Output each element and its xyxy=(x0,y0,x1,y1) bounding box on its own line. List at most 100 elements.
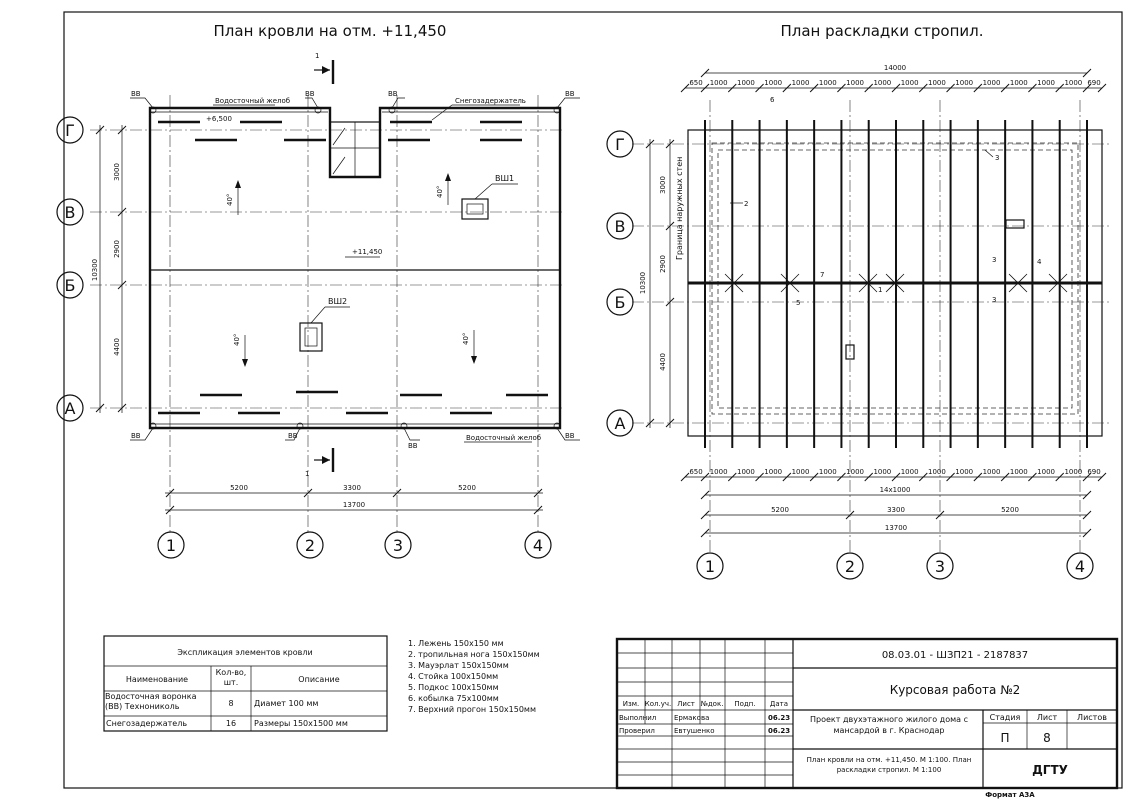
callout: 7 xyxy=(820,271,824,279)
spec-cell: Снегозадержатель xyxy=(106,719,187,728)
dim-tick xyxy=(700,510,710,520)
dim-tick xyxy=(727,472,737,482)
spec-header: Кол-во, шт. xyxy=(215,668,247,687)
dim-spacing: 1000 xyxy=(901,468,919,476)
dim-tick xyxy=(946,472,955,482)
dim-tick xyxy=(680,83,690,93)
tb-header: Изм. xyxy=(623,700,639,708)
section-mark-bottom: 1 xyxy=(305,470,309,478)
dim-v: 3000 xyxy=(113,163,121,181)
vsh2-label: ВШ2 xyxy=(328,297,347,306)
dim-tick xyxy=(837,83,846,93)
dim-tick xyxy=(727,83,737,93)
vent-shaft xyxy=(1005,219,1025,229)
bb-label: ВВ xyxy=(388,90,398,98)
vent-shaft-1 xyxy=(461,198,489,220)
tb-sheets-label: Листов xyxy=(1077,713,1107,722)
dim-top-total: 14000 xyxy=(884,64,906,72)
dim-tick xyxy=(1082,83,1092,93)
dim-spacing: 1000 xyxy=(846,79,864,87)
callout: 1 xyxy=(878,286,882,294)
dim-h-total: 13700 xyxy=(885,524,907,532)
bb-label: ВВ xyxy=(288,432,298,440)
dim-tick xyxy=(700,490,710,500)
bb-label: ВВ xyxy=(565,432,575,440)
dim-tick xyxy=(700,68,710,78)
tb-project: Проект двухэтажного жилого дома с мансар… xyxy=(810,715,968,735)
dim-tick xyxy=(680,472,690,482)
left-plan-title: План кровли на отм. +11,450 xyxy=(214,22,447,40)
bb-label: ВВ xyxy=(565,90,575,98)
dim-tick xyxy=(1082,490,1092,500)
spec-cell: Размеры 150х1500 мм xyxy=(254,719,348,728)
dim-tick xyxy=(809,83,819,93)
dim-spacing: 1000 xyxy=(846,468,864,476)
tb-date: 06.23 xyxy=(768,727,790,735)
dim-tick xyxy=(700,528,710,538)
dim-spacing: 1000 xyxy=(764,468,782,476)
tb-org: ДГТУ xyxy=(1032,763,1068,777)
level-ridge: +11,450 xyxy=(352,248,382,256)
dim-tick xyxy=(918,472,928,482)
dim-h: 5200 xyxy=(771,506,789,514)
tb-date: 06.23 xyxy=(768,714,790,722)
bb-label: ВВ xyxy=(305,90,315,98)
dim-spacing: 1000 xyxy=(901,79,919,87)
dim-v: 4400 xyxy=(113,338,121,356)
dim-14x: 14х1000 xyxy=(880,486,911,494)
list-item: 5. Подкос 100х150мм xyxy=(408,683,499,692)
dim-spacing: 650 xyxy=(689,79,702,87)
dim-tick xyxy=(1082,68,1092,78)
title-block: Изм. Кол.уч. Лист №док. Подп. Дата Выпол… xyxy=(615,637,1119,790)
bb-label: ВВ xyxy=(131,432,141,440)
spec-header: Наименование xyxy=(126,675,188,684)
right-plan-title: План раскладки стропил. xyxy=(781,22,984,40)
dim-spacing: 1000 xyxy=(737,79,755,87)
dim-spacing: 1000 xyxy=(873,79,891,87)
dim-tick xyxy=(973,83,983,93)
callout: 3 xyxy=(992,256,996,264)
dim-spacing: 1000 xyxy=(928,79,946,87)
spec-cell: 16 xyxy=(226,719,236,728)
dim-h: 5200 xyxy=(230,484,248,492)
spec-cell: 8 xyxy=(228,699,233,708)
dim-tick xyxy=(1097,472,1107,482)
slope-label: 40° xyxy=(226,194,234,206)
level-eave: +6,500 xyxy=(206,115,232,123)
dim-spacing: 690 xyxy=(1087,79,1100,87)
dim-tick xyxy=(973,472,983,482)
dim-spacing: 1000 xyxy=(928,468,946,476)
bb-label: ВВ xyxy=(408,442,418,450)
dim-tick xyxy=(755,472,764,482)
axis-label: 3 xyxy=(393,536,403,555)
callout: 2 xyxy=(744,200,748,208)
dim-tick xyxy=(918,83,928,93)
axis-label: В xyxy=(65,203,76,222)
dim-spacing: 1000 xyxy=(819,468,837,476)
dim-spacing: 1000 xyxy=(792,468,810,476)
slope-label: 40° xyxy=(462,333,470,345)
dim-spacing: 650 xyxy=(689,468,702,476)
dim-tick xyxy=(782,83,792,93)
tb-sheet-no: 8 xyxy=(1043,731,1051,745)
dim-spacing: 690 xyxy=(1087,468,1100,476)
slope-label: 40° xyxy=(436,186,444,198)
tb-header: Дата xyxy=(770,700,788,708)
dim-tick xyxy=(864,472,874,482)
tb-header: Лист xyxy=(677,700,695,708)
dim-v-total: 10300 xyxy=(91,259,99,281)
callout: 3 xyxy=(992,296,996,304)
list-item: 4. Стойка 100х150мм xyxy=(408,672,498,681)
sheet-frame xyxy=(63,11,1123,789)
dim-tick xyxy=(1082,510,1092,520)
axis-label: 4 xyxy=(533,536,543,555)
tb-role: Проверил xyxy=(619,727,655,735)
dim-tick xyxy=(1028,472,1037,482)
callout: 3 xyxy=(995,154,999,162)
axis-label: 2 xyxy=(305,536,315,555)
dim-tick xyxy=(1000,83,1010,93)
dim-tick xyxy=(700,472,710,482)
dim-v: 3000 xyxy=(659,176,667,194)
vsh1-label: ВШ1 xyxy=(495,174,514,183)
dim-spacing: 1000 xyxy=(764,79,782,87)
